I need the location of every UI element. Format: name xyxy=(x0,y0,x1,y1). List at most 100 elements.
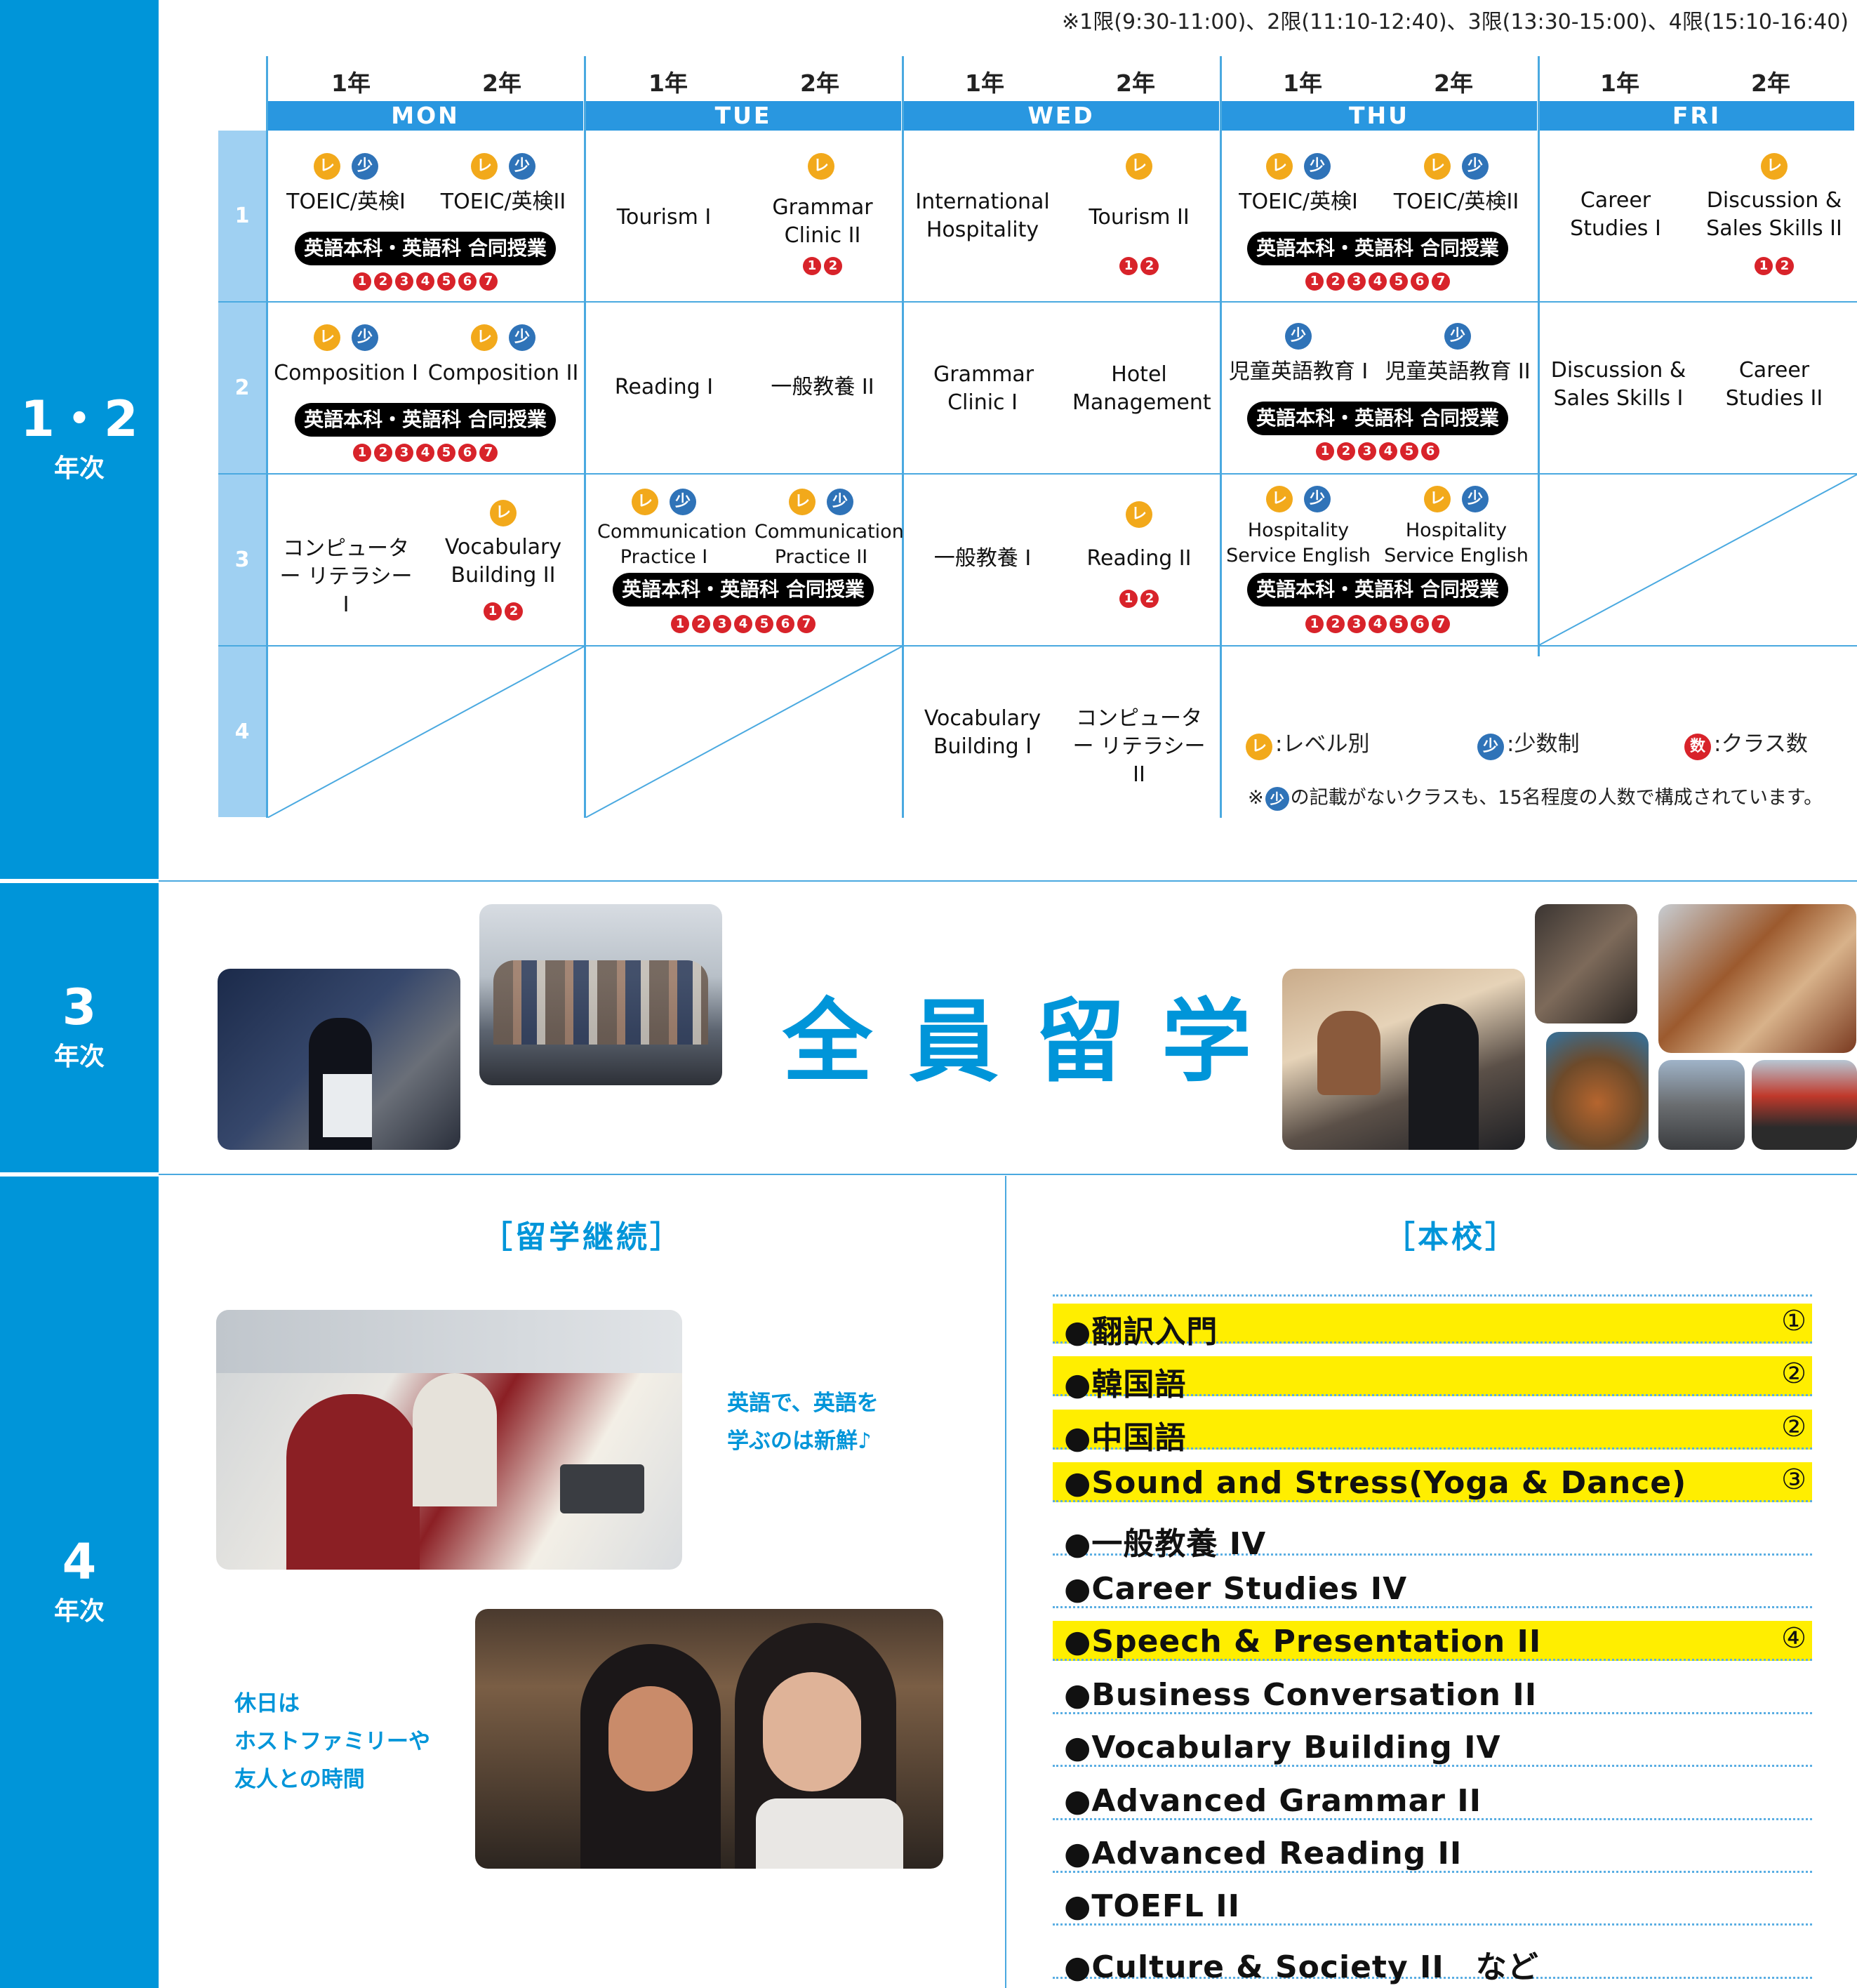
small-class-icon: 少 xyxy=(1304,486,1331,512)
class-number-dot: 4 xyxy=(1369,615,1387,633)
level-icon: レ xyxy=(808,153,834,180)
level-icon: レ xyxy=(1266,486,1293,512)
photo-food-1 xyxy=(1535,904,1637,1023)
class-fri2a: Discussion & Sales Skills I xyxy=(1550,358,1686,411)
legend-small: 少:少数制 xyxy=(1477,726,1579,760)
year-level-label: 1年 xyxy=(965,69,1004,97)
year-label: 4 xyxy=(62,1533,97,1591)
level-icon: レ xyxy=(471,324,498,351)
class-number-dot: 6 xyxy=(776,615,794,633)
course-number: ④ xyxy=(1781,1622,1806,1655)
year-level-label: 1年 xyxy=(1283,69,1322,97)
period-3: 3 xyxy=(218,475,266,645)
empty-cell-diagonal xyxy=(267,647,584,818)
level-icon: レ xyxy=(1126,501,1152,528)
class-number-dot: 4 xyxy=(416,272,434,291)
study-abroad-title: 全員留学 xyxy=(783,990,1289,1094)
year-bar-4: 4 年次 xyxy=(0,1177,159,1988)
class-number-dot: 5 xyxy=(1400,442,1418,460)
class-number-dot: 7 xyxy=(797,615,816,633)
photo-classroom xyxy=(216,1310,682,1570)
course-name: ●Culture & Society II など xyxy=(1064,1949,1539,1985)
course-item: ●Career Studies IV xyxy=(1053,1568,1812,1608)
course-item: ●Culture & Society II など xyxy=(1053,1939,1812,1985)
class-tue2b: 一般教養 II xyxy=(771,375,874,399)
class-number-dot: 7 xyxy=(479,444,498,462)
year-suffix: 年次 xyxy=(53,454,105,483)
class-thu2a: 児童英語教育 I xyxy=(1228,359,1369,384)
grid-line xyxy=(1538,56,1540,656)
photo-selfie xyxy=(475,1609,943,1869)
course-name: ●Sound and Stress(Yoga & Dance) xyxy=(1064,1465,1687,1502)
course-name: ●翻訳入門 xyxy=(1064,1314,1218,1350)
course-item: ●Sound and Stress(Yoga & Dance) ③ xyxy=(1053,1462,1812,1503)
class-number-dot: 4 xyxy=(1369,272,1387,291)
small-class-icon: 少 xyxy=(1304,153,1331,180)
year-suffix: 年次 xyxy=(53,1597,105,1626)
joint-class-badge: 英語本科・英語科 合同授業 xyxy=(295,403,556,437)
class-number-dot: 3 xyxy=(395,444,413,462)
photo-food-2 xyxy=(1658,904,1856,1053)
joint-class-badge: 英語本科・英語科 合同授業 xyxy=(613,573,874,607)
day-header-thu: THU xyxy=(1221,101,1537,131)
year-level-label: 1年 xyxy=(331,69,371,97)
class-number-dot: 1 xyxy=(1305,615,1324,633)
course-name: ●Vocabulary Building IV xyxy=(1064,1730,1501,1766)
class-icons: レ少 xyxy=(447,324,559,351)
class-number-dot: 2 xyxy=(1326,615,1345,633)
course-name: ●Speech & Presentation II xyxy=(1064,1624,1542,1660)
small-class-icon: 少 xyxy=(1444,323,1471,350)
course-name: ●Career Studies IV xyxy=(1064,1571,1408,1607)
class-icons: レ xyxy=(1083,153,1195,180)
small-class-icon: 少 xyxy=(509,153,535,180)
class-number-dot: 1 xyxy=(1119,257,1138,275)
level-icon: レ xyxy=(1761,153,1788,180)
class-icons: レ少 xyxy=(290,153,402,180)
class-fri2b: Career Studies II xyxy=(1725,358,1823,411)
photo-bbq-1 xyxy=(1658,1060,1745,1150)
small-class-icon: 少 xyxy=(1462,486,1489,512)
grid-line xyxy=(584,56,586,818)
class-number-dot: 1 xyxy=(1119,590,1138,608)
course-item: ●Vocabulary Building IV xyxy=(1053,1727,1812,1768)
grid-line xyxy=(159,1174,1857,1175)
year-suffix: 年次 xyxy=(53,1042,105,1071)
class-mon3b: Vocabulary Building II xyxy=(444,535,562,588)
class-tue3a: Communication Practice I xyxy=(597,521,747,568)
class-thu1a: TOEIC/英検I xyxy=(1239,190,1358,214)
course-name: ●一般教養 IV xyxy=(1064,1525,1267,1562)
class-number-dot: 1 xyxy=(1316,442,1334,460)
course-number: ① xyxy=(1781,1305,1806,1337)
class-number-dot: 2 xyxy=(505,602,523,621)
class-icons: レ少 xyxy=(608,489,720,515)
course-list-top-border xyxy=(1053,1294,1812,1297)
class-number-dot: 5 xyxy=(1390,272,1408,291)
grid-line xyxy=(218,301,1857,303)
class-number-dot: 2 xyxy=(1776,257,1794,275)
class-mon2b: Composition II xyxy=(427,361,579,385)
course-name: ●Advanced Reading II xyxy=(1064,1836,1463,1871)
class-icons: レ少 xyxy=(1242,486,1355,512)
class-mon3a: コンピューター リテラシー I xyxy=(279,536,413,617)
level-icon: レ xyxy=(314,324,340,351)
class-icons: レ xyxy=(1083,501,1195,528)
class-number-dot: 2 xyxy=(824,257,842,275)
year-label: 1・2 xyxy=(20,390,138,448)
small-class-icon: 少 xyxy=(352,153,378,180)
class-wed1b: Tourism II xyxy=(1089,205,1190,230)
grid-line xyxy=(218,645,1857,647)
class-icons: レ少 xyxy=(765,489,877,515)
small-class-icon: 少 xyxy=(509,324,535,351)
grid-line xyxy=(218,473,1857,475)
class-number-dot: 2 xyxy=(1326,272,1345,291)
class-number-dot: 7 xyxy=(479,272,498,291)
course-name: ●Advanced Grammar II xyxy=(1064,1782,1482,1819)
course-number: ③ xyxy=(1781,1464,1806,1497)
class-count-icon: 数 xyxy=(1684,734,1711,760)
